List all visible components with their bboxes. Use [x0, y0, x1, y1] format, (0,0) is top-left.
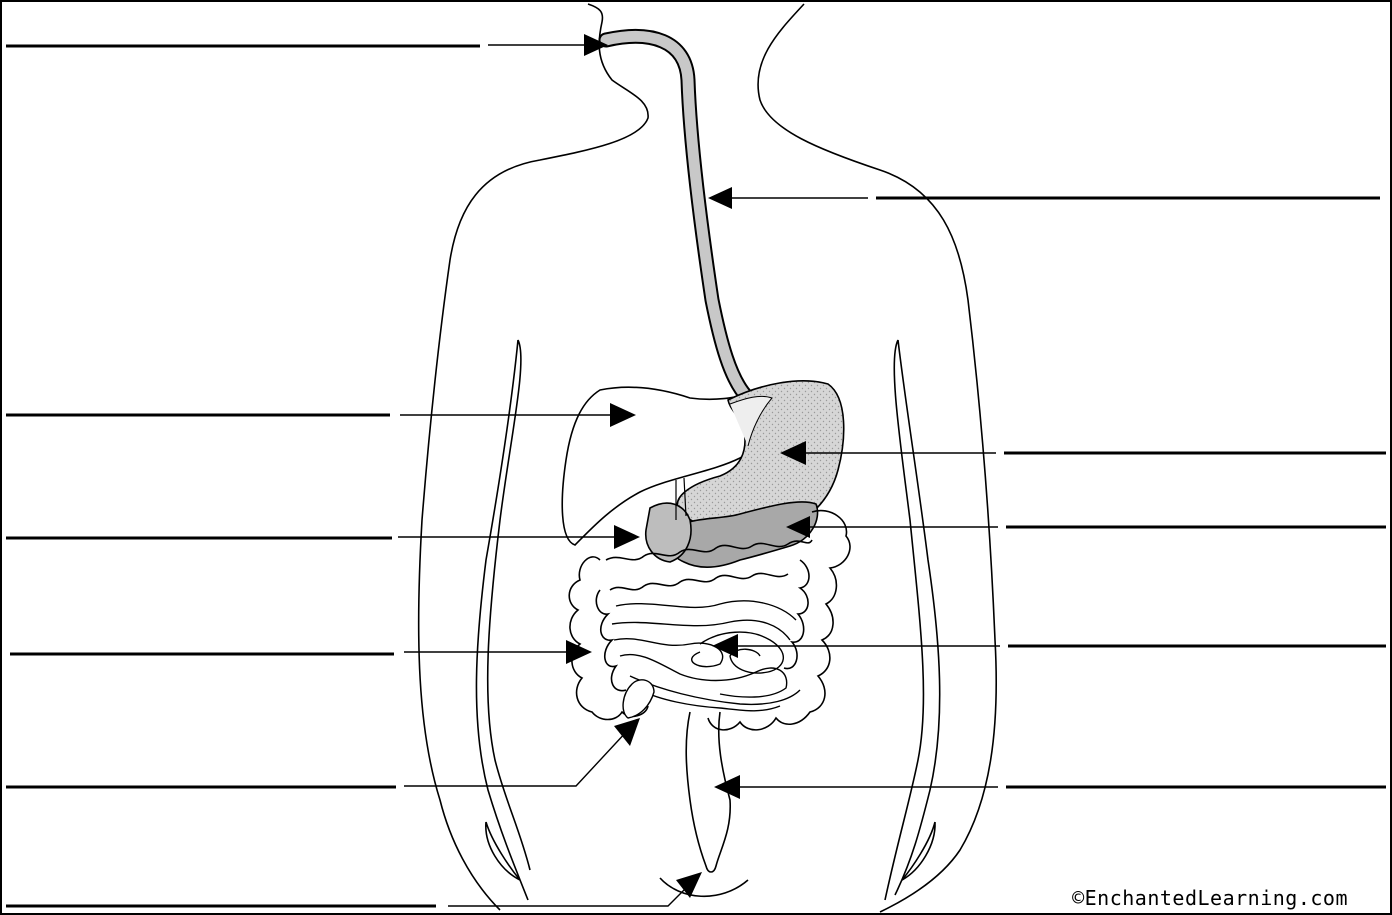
copyright-text: ©EnchantedLearning.com: [1072, 886, 1348, 910]
